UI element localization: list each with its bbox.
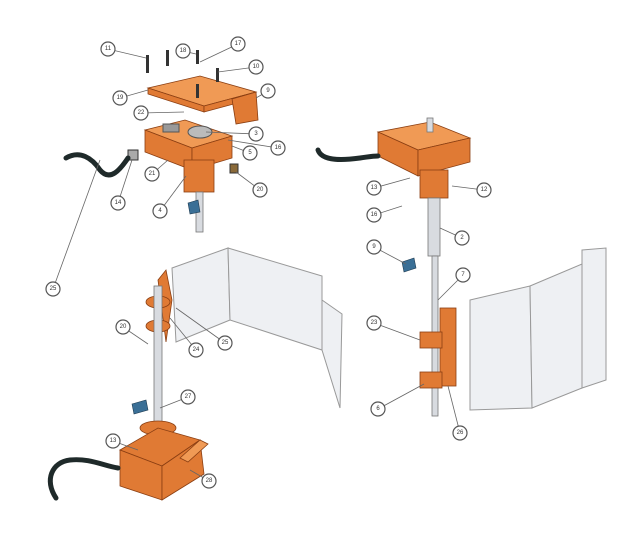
callout-23: 23 xyxy=(366,315,382,331)
leader-line xyxy=(52,159,101,290)
callout-number: 12 xyxy=(481,187,488,193)
callout-25: 25 xyxy=(217,335,233,351)
callout-number: 13 xyxy=(371,185,378,191)
leader-line xyxy=(447,385,461,434)
callout-18: 18 xyxy=(175,43,191,59)
callout-number: 4 xyxy=(158,208,162,214)
callout-3: 3 xyxy=(248,126,264,142)
callout-number: 27 xyxy=(185,394,192,400)
callout-number: 13 xyxy=(110,438,117,444)
callout-number: 19 xyxy=(117,95,124,101)
right-gearbox xyxy=(376,117,472,199)
callout-number: 9 xyxy=(266,88,270,94)
top-mount-plate xyxy=(146,75,259,125)
callout-27: 27 xyxy=(180,389,196,405)
callout-number: 24 xyxy=(193,347,200,353)
callout-10: 10 xyxy=(248,59,264,75)
callout-13: 13 xyxy=(105,433,121,449)
callout-number: 20 xyxy=(120,324,127,330)
callout-9: 9 xyxy=(260,83,276,99)
callout-number: 18 xyxy=(180,48,187,54)
callout-25: 25 xyxy=(45,281,61,297)
leader-line xyxy=(377,383,425,410)
callout-number: 3 xyxy=(254,131,258,137)
callout-2: 2 xyxy=(454,230,470,246)
callout-28: 28 xyxy=(201,473,217,489)
callout-number: 28 xyxy=(206,478,213,484)
callout-5: 5 xyxy=(242,145,258,161)
callout-number: 14 xyxy=(115,200,122,206)
leader-line xyxy=(373,322,421,341)
callout-17: 17 xyxy=(230,36,246,52)
callout-22: 22 xyxy=(133,105,149,121)
callout-number: 23 xyxy=(371,320,378,326)
right-glass-shield xyxy=(469,247,607,411)
base-mount xyxy=(119,420,209,501)
right-clamp-brackets xyxy=(419,307,457,389)
callout-4: 4 xyxy=(152,203,168,219)
callout-9: 9 xyxy=(366,239,382,255)
callout-number: 5 xyxy=(248,150,252,156)
callout-20: 20 xyxy=(115,319,131,335)
callout-number: 9 xyxy=(372,244,376,250)
callout-20: 20 xyxy=(252,182,268,198)
screws xyxy=(146,50,219,98)
callout-16: 16 xyxy=(366,207,382,223)
callout-number: 25 xyxy=(222,340,229,346)
callout-7: 7 xyxy=(455,267,471,283)
leader-line xyxy=(205,131,257,135)
callout-6: 6 xyxy=(370,401,386,417)
leader-line xyxy=(175,307,226,344)
callout-16: 16 xyxy=(270,140,286,156)
callout-number: 20 xyxy=(257,187,264,193)
callout-number: 2 xyxy=(460,235,464,241)
callout-number: 6 xyxy=(376,406,380,412)
callout-number: 25 xyxy=(50,286,57,292)
callout-number: 10 xyxy=(253,64,260,70)
callout-number: 22 xyxy=(138,110,145,116)
callout-labels: 11 18 17 10 19 9 22 3 16 5 14 21 4 20 13 12 16 2 9 7 23 6 26 25… xyxy=(45,36,492,489)
callout-number: 16 xyxy=(371,212,378,218)
callout-number: 21 xyxy=(149,171,156,177)
left-glass-shield xyxy=(171,247,343,409)
gearbox-housing xyxy=(143,119,234,193)
callout-26: 26 xyxy=(452,425,468,441)
callout-number: 17 xyxy=(235,41,242,47)
callout-21: 21 xyxy=(144,166,160,182)
callout-number: 7 xyxy=(461,272,465,278)
callout-12: 12 xyxy=(476,182,492,198)
callout-24: 24 xyxy=(188,342,204,358)
callout-11: 11 xyxy=(100,41,116,57)
callout-number: 11 xyxy=(105,46,112,52)
callout-13: 13 xyxy=(366,180,382,196)
callout-number: 16 xyxy=(275,145,282,151)
leader-line xyxy=(227,139,279,149)
callout-number: 26 xyxy=(457,430,464,436)
callout-14: 14 xyxy=(110,195,126,211)
callout-19: 19 xyxy=(112,90,128,106)
